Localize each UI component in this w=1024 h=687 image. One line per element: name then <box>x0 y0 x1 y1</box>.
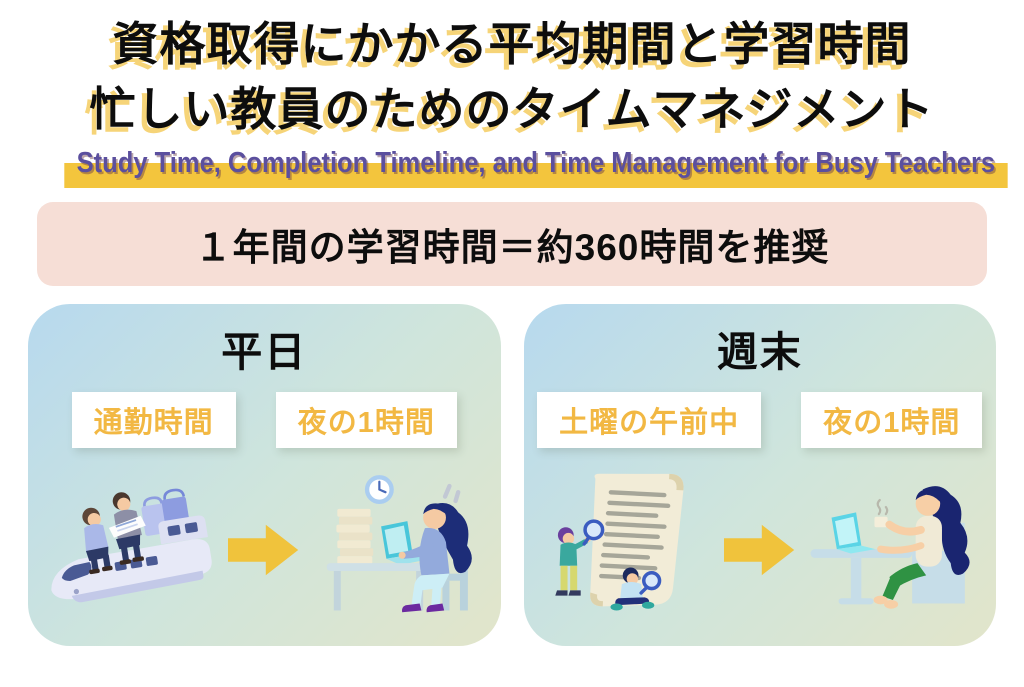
magnifying-glass-icon <box>582 519 605 546</box>
panel-weekend-illustrations <box>524 448 997 646</box>
night-study-illustration <box>327 475 473 613</box>
panel-weekend-title: 週末 <box>716 328 803 375</box>
commute-train-illustration <box>51 488 212 603</box>
main-title: 資格取得にかかる平均期間と学習時間 忙しい教員のためのタイムマネジメント <box>0 12 1024 143</box>
time-slot-chip: 土曜の午前中 <box>537 391 762 448</box>
relaxed-study-illustration <box>810 486 970 609</box>
time-slot-chip: 夜の1時間 <box>801 391 983 448</box>
arrow-right-icon <box>228 524 299 576</box>
panel-weekday-illustrations <box>28 448 501 646</box>
panel-weekday: 平日 通勤時間 夜の1時間 <box>28 303 501 646</box>
magnifying-glass-icon <box>639 571 662 595</box>
time-slot-chip: 夜の1時間 <box>275 391 457 448</box>
time-slot-chip: 通勤時間 <box>71 391 236 448</box>
panel-weekend: 週末 土曜の午前中 夜の1時間 <box>523 303 997 646</box>
panels-row: 平日 通勤時間 夜の1時間 <box>28 303 997 646</box>
header: 資格取得にかかる平均期間と学習時間 忙しい教員のためのタイムマネジメント Stu… <box>0 0 1024 188</box>
arrow-right-icon <box>723 524 794 576</box>
panel-weekday-title: 平日 <box>221 328 308 375</box>
clock-icon <box>365 475 395 504</box>
recommendation-banner-text: １年間の学習時間＝約360時間を推奨 <box>194 226 830 268</box>
recommendation-banner: １年間の学習時間＝約360時間を推奨 <box>37 201 987 286</box>
main-title-line-1: 資格取得にかかる平均期間と学習時間 <box>112 18 912 70</box>
main-title-line-2: 忙しい教員のためのタイムマネジメント <box>89 83 935 136</box>
subtitle-english: Study Time, Completion Timeline, and Tim… <box>64 144 1008 188</box>
panel-weekend-time-slots: 土曜の午前中 夜の1時間 <box>537 391 983 448</box>
subtitle-row: Study Time, Completion Timeline, and Tim… <box>0 144 1024 188</box>
panel-weekday-time-slots: 通勤時間 夜の1時間 <box>71 391 457 448</box>
document-review-illustration <box>555 473 684 611</box>
